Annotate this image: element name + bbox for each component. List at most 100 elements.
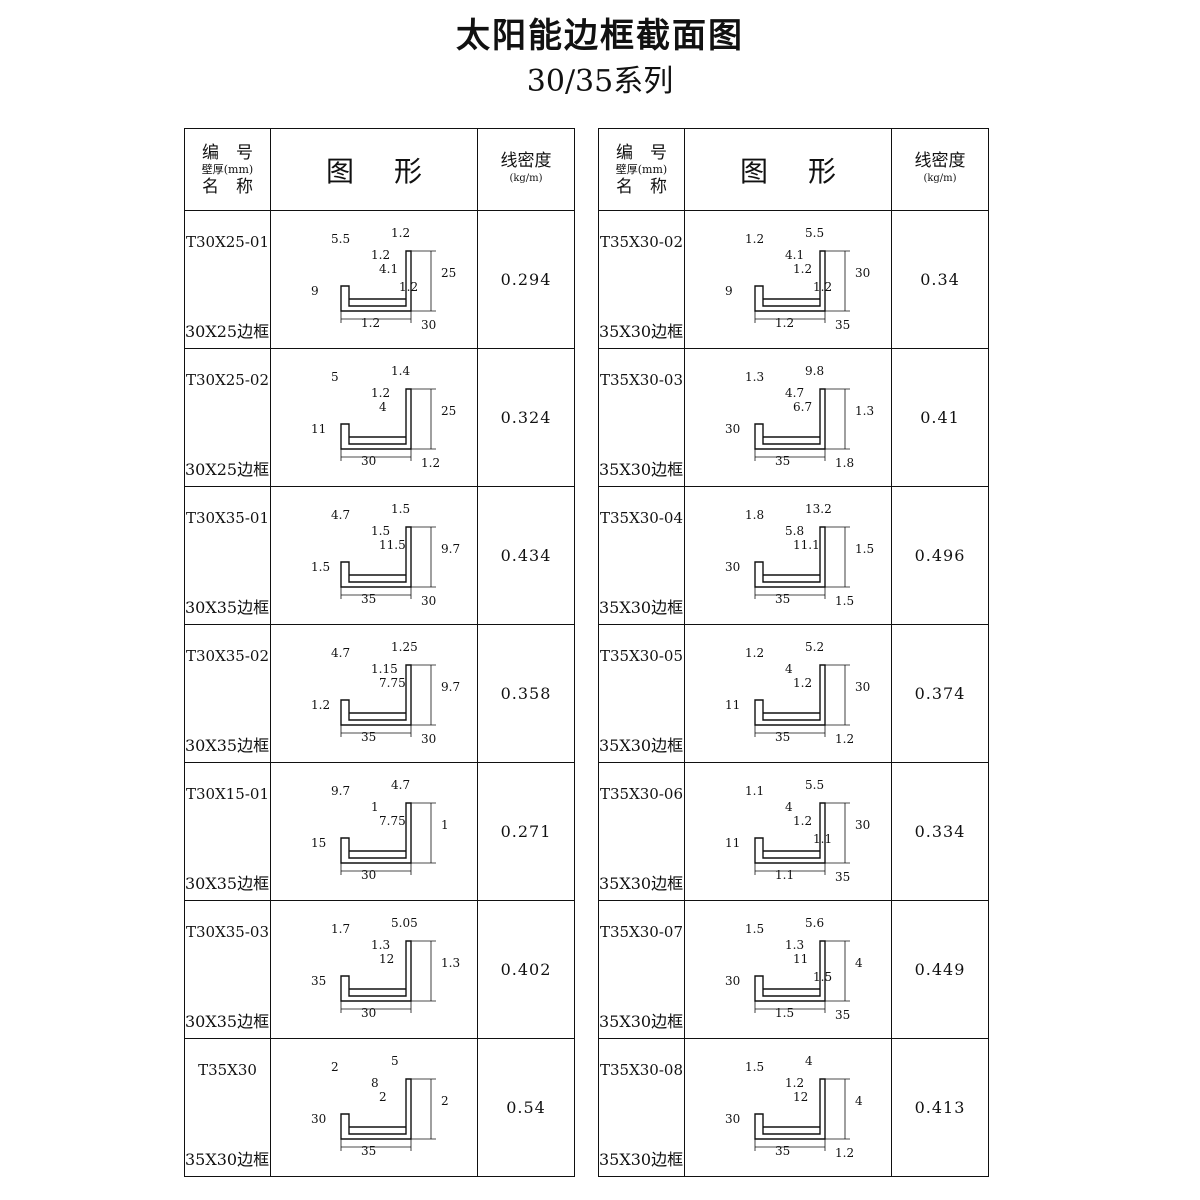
dimension-label: 7.75 <box>379 676 406 690</box>
linear-density-value: 0.34 <box>891 210 989 349</box>
dimension-label: 30 <box>361 454 376 468</box>
dimension-lines <box>754 1078 850 1151</box>
header-thickness-label: 壁厚(mm) <box>615 162 668 176</box>
profile-code: T35X30 <box>198 1061 257 1079</box>
profile-outline <box>340 802 412 864</box>
profile-outline <box>340 388 412 450</box>
page-subtitle: 30/35系列 <box>526 64 674 99</box>
dimension-lines <box>340 664 436 737</box>
dimension-label: 30 <box>421 318 436 332</box>
dimension-lines <box>754 526 850 599</box>
dimension-label: 9.8 <box>805 364 824 378</box>
dimension-label: 30 <box>725 560 740 574</box>
dimension-label: 11 <box>311 422 326 436</box>
dimension-label: 1.25 <box>391 640 418 654</box>
linear-density-value: 0.434 <box>477 486 575 625</box>
dimension-label: 1.15 <box>371 662 398 676</box>
dimension-label: 2 <box>441 1094 449 1108</box>
dimension-label: 1.5 <box>371 524 390 538</box>
dimension-label: 1.2 <box>793 262 812 276</box>
dimension-label: 4.7 <box>331 508 350 522</box>
linear-density-value: 0.54 <box>477 1038 575 1177</box>
linear-density-value: 0.402 <box>477 900 575 1039</box>
dimension-label: 35 <box>361 592 376 606</box>
table-header-row: 编 号 壁厚(mm) 名 称 图形 线密度 (kg/m) <box>598 128 989 211</box>
linear-density-value: 0.358 <box>477 624 575 763</box>
linear-density-value: 0.374 <box>891 624 989 763</box>
dimension-label: 7.75 <box>379 814 406 828</box>
dimension-label: 1.7 <box>331 922 350 936</box>
dimension-label: 9.7 <box>331 784 350 798</box>
profile-name: 35X30边框 <box>599 1012 684 1031</box>
dimension-label: 5.2 <box>805 640 824 654</box>
dimension-label: 1.8 <box>835 456 854 470</box>
dimension-label: 1.1 <box>775 868 794 882</box>
dimension-label: 1.3 <box>855 404 874 418</box>
dimension-label: 13.2 <box>805 502 832 516</box>
dimension-label: 30 <box>855 680 870 694</box>
dimension-label: 1.1 <box>813 832 832 846</box>
profile-code: T30X25-02 <box>185 371 269 389</box>
dimension-label: 1.8 <box>745 508 764 522</box>
profile-code: T30X35-02 <box>185 647 269 665</box>
dimension-label: 11 <box>725 698 740 712</box>
dimension-label: 30 <box>361 868 376 882</box>
dimension-label: 4 <box>379 400 387 414</box>
profile-name: 35X30边框 <box>599 874 684 893</box>
profile-code: T35X30-07 <box>599 923 683 941</box>
linear-density-value: 0.294 <box>477 210 575 349</box>
dimension-label: 1.5 <box>391 502 410 516</box>
dimension-label: 9.7 <box>441 542 460 556</box>
header-figure-label: 图形 <box>684 128 892 211</box>
dimension-lines <box>754 388 850 461</box>
dimension-label: 30 <box>725 422 740 436</box>
header-name-label: 名 称 <box>616 176 667 197</box>
dimension-label: 30 <box>855 818 870 832</box>
dimension-label: 30 <box>725 974 740 988</box>
header-thickness-label: 壁厚(mm) <box>201 162 254 176</box>
dimension-label: 5.6 <box>805 916 824 930</box>
dimension-label: 30 <box>421 594 436 608</box>
dimension-label: 1.3 <box>745 370 764 384</box>
dimension-label: 1.2 <box>785 1076 804 1090</box>
page-title: 太阳能边框截面图 <box>456 16 744 56</box>
profile-name: 30X35边框 <box>185 736 270 755</box>
profile-name: 35X30边框 <box>599 1150 684 1169</box>
dimension-label: 1.5 <box>855 542 874 556</box>
dimension-label: 35 <box>775 1144 790 1158</box>
dimension-label: 11.5 <box>379 538 406 552</box>
dimension-label: 1.2 <box>311 698 330 712</box>
dimension-label: 1.2 <box>371 386 390 400</box>
dimension-label: 4 <box>785 800 793 814</box>
dimension-label: 1.2 <box>745 646 764 660</box>
dimension-label: 5.5 <box>805 778 824 792</box>
dimension-label: 1.4 <box>391 364 410 378</box>
dimension-label: 1.2 <box>361 316 380 330</box>
dimension-label: 11 <box>725 836 740 850</box>
header-density-unit: (kg/m) <box>923 172 957 184</box>
header-density-label: 线密度 <box>914 150 966 171</box>
dimension-label: 6.7 <box>793 400 812 414</box>
dimension-lines <box>340 802 436 875</box>
dimension-label: 1.2 <box>399 280 418 294</box>
dimension-label: 4.1 <box>379 262 398 276</box>
profile-outline <box>754 802 826 864</box>
